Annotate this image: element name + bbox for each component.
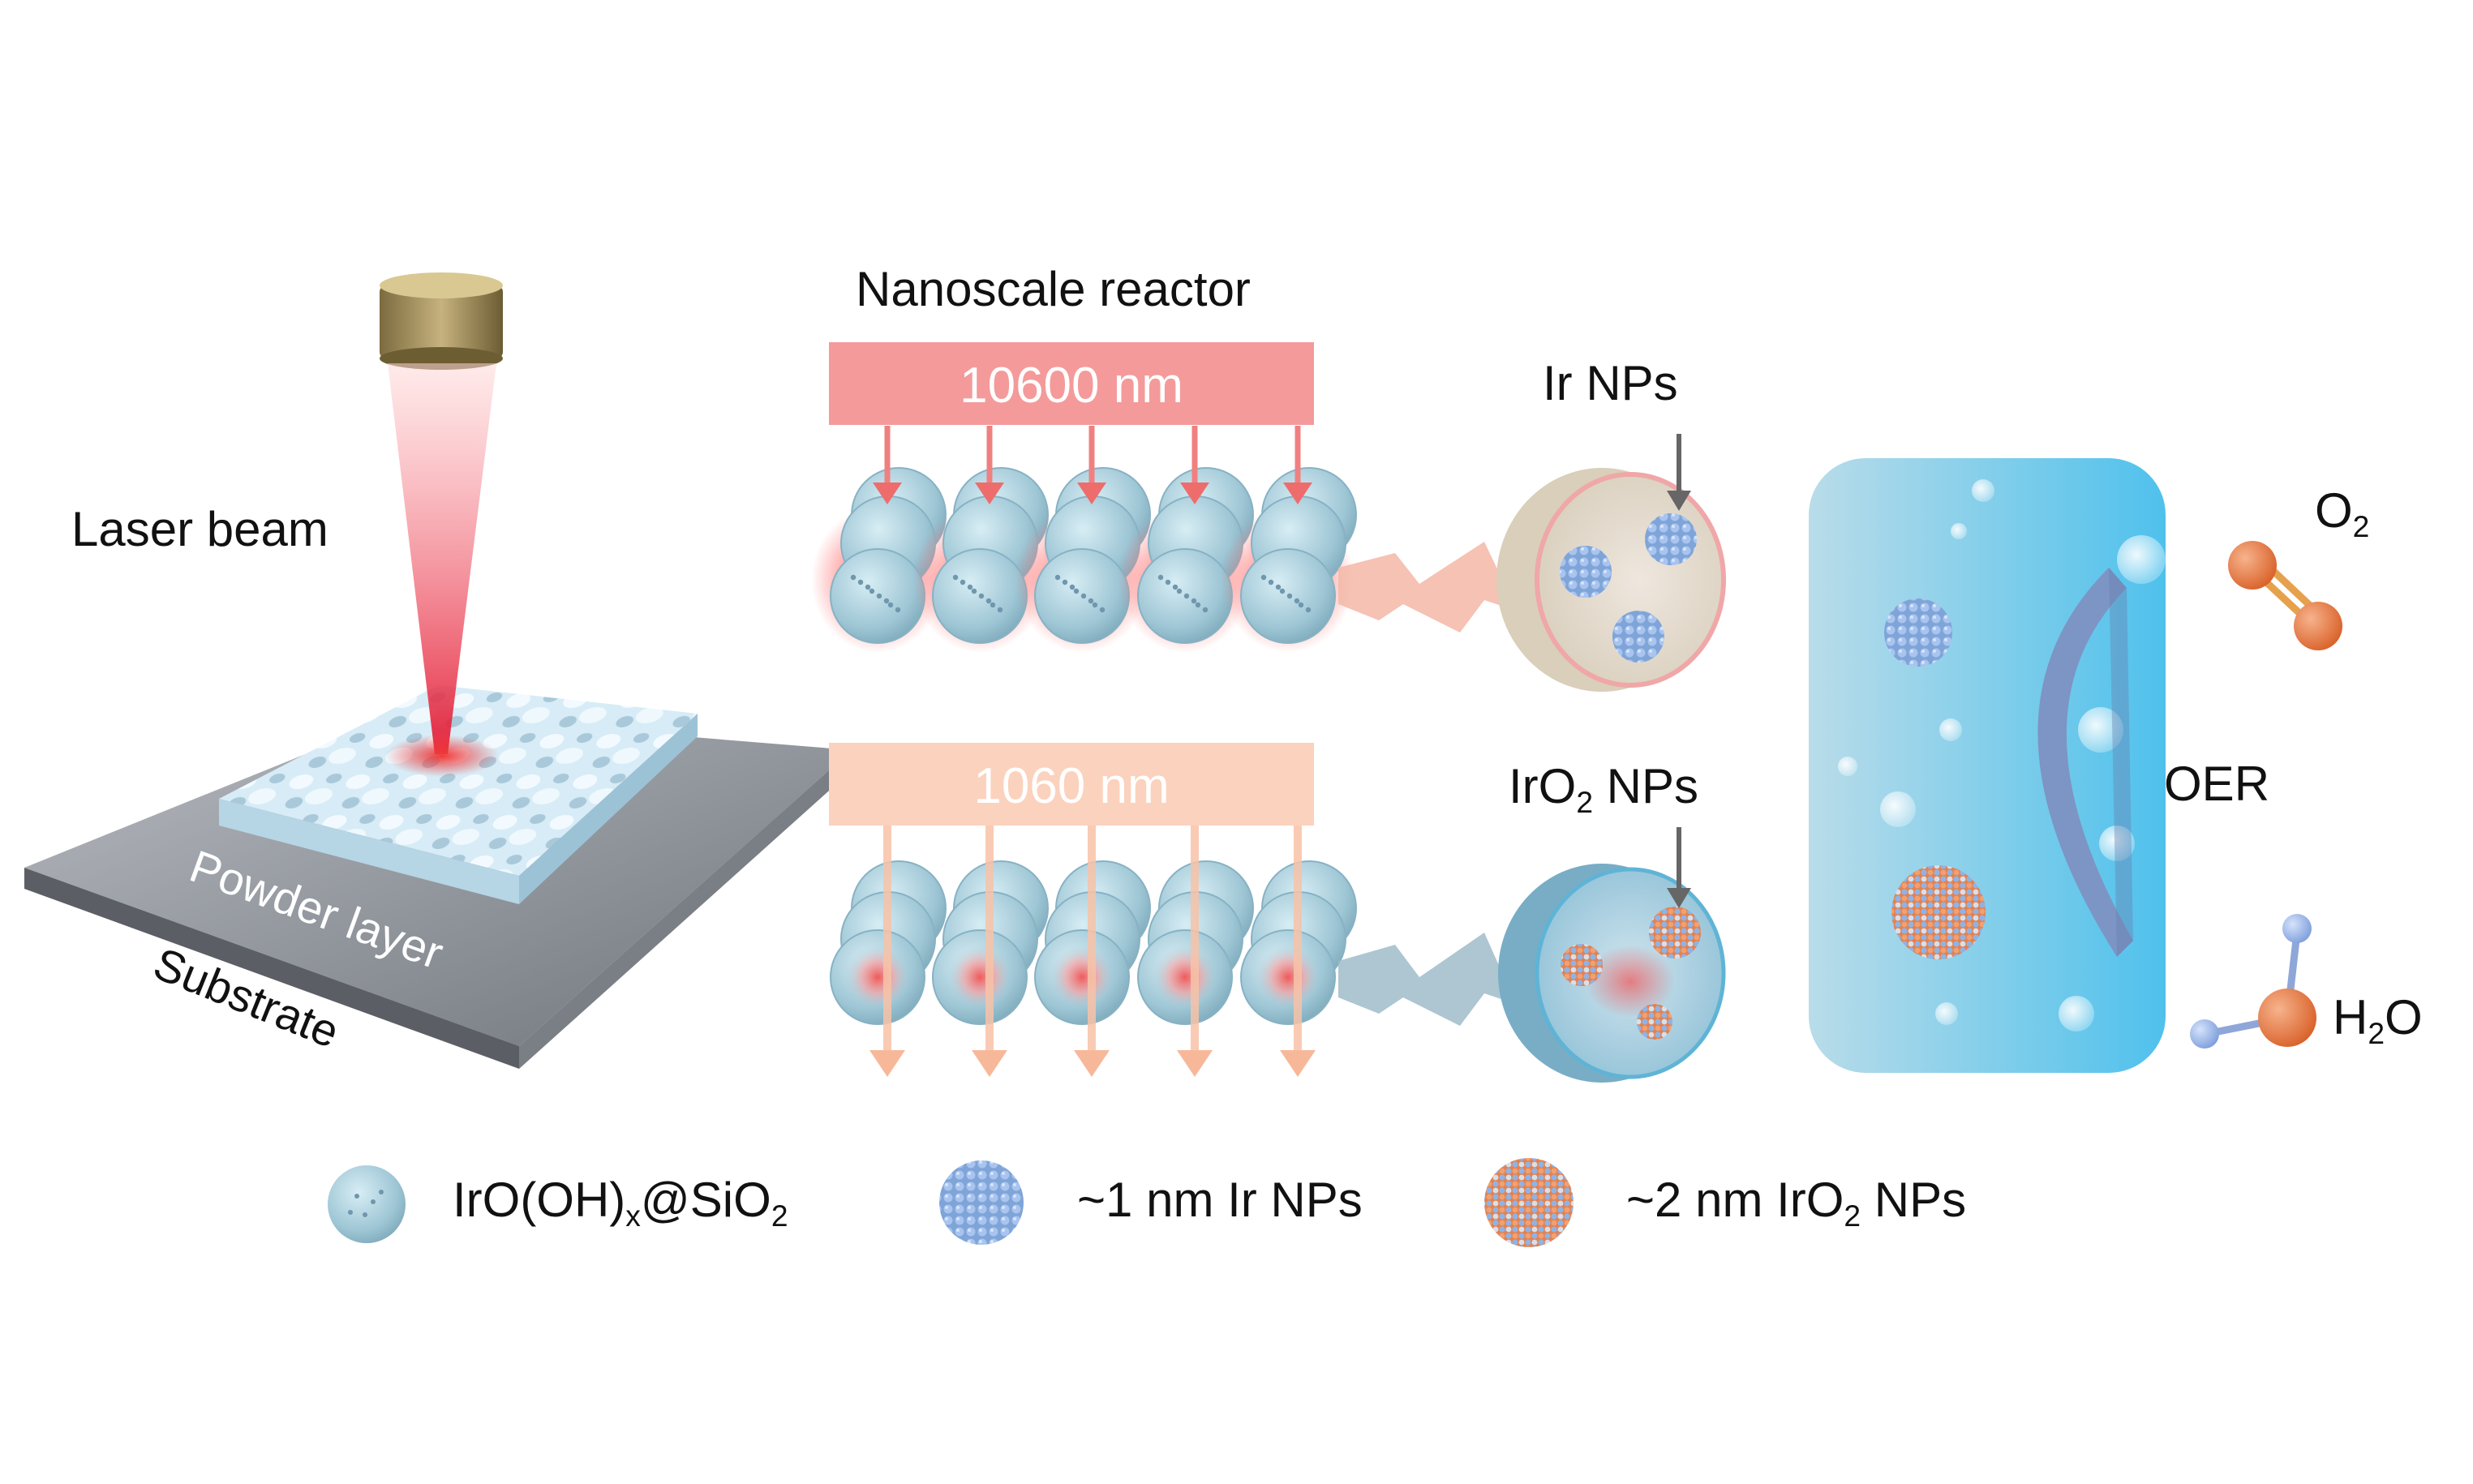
sphere-stack-bottom <box>830 826 947 1077</box>
powder-layer <box>219 685 698 904</box>
laser-beam-cone <box>385 363 499 777</box>
ir-nps-disk <box>1496 468 1726 692</box>
legend-icon-iro-oh-sio2 <box>328 1165 406 1243</box>
heated-sphere-row-bottom <box>830 826 1357 1077</box>
legend-icon-iro2-nps <box>1484 1158 1574 1247</box>
iro2-nps-disk <box>1498 864 1726 1083</box>
sphere-stack-bottom <box>1137 826 1254 1077</box>
flash-arrow-top <box>1338 542 1541 633</box>
sphere-stack-top <box>1221 426 1357 653</box>
flash-arrow-bottom <box>1338 933 1541 1026</box>
sphere-stack-top <box>913 426 1049 653</box>
iro2-nps-label: IrO2 NPs <box>1509 759 1699 819</box>
sphere-stack-bottom <box>1240 826 1357 1077</box>
sphere-stack-top <box>1118 426 1254 653</box>
co2-wavelength-label: 10600 nm <box>960 358 1183 414</box>
nanoscale-reactor-label: Nanoscale reactor <box>856 262 1251 316</box>
h2o-molecule <box>2190 914 2316 1049</box>
sphere-stack-bottom <box>1034 826 1151 1077</box>
sphere-stack-top <box>811 426 947 653</box>
o2-molecule <box>2228 541 2342 650</box>
fiber-laser-banner <box>829 743 1314 826</box>
sphere-stack-bottom <box>932 826 1049 1077</box>
h2o-label: H2O <box>2333 990 2423 1050</box>
o2-label: O2 <box>2315 483 2370 543</box>
oer-electrolyte-panel <box>1809 458 2166 1073</box>
laser-beam-label: Laser beam <box>71 502 328 556</box>
laser-head <box>380 272 503 370</box>
legend-icon-ir-nps <box>939 1160 1024 1245</box>
legend-label-iro2-nps: ~2 nm IrO2 NPs <box>1626 1173 1967 1233</box>
fiber-wavelength-label: 1060 nm <box>973 758 1170 814</box>
heated-sphere-row-top <box>811 426 1357 653</box>
sphere-stack-top <box>1015 426 1151 653</box>
legend-label-ir-nps: ~1 nm Ir NPs <box>1077 1173 1363 1227</box>
ir-nps-label: Ir NPs <box>1543 356 1678 410</box>
co2-laser-banner <box>829 342 1314 425</box>
legend-label-iro-oh-sio2: IrO(OH)x@SiO2 <box>453 1173 788 1233</box>
oer-label: OER <box>2164 757 2270 811</box>
